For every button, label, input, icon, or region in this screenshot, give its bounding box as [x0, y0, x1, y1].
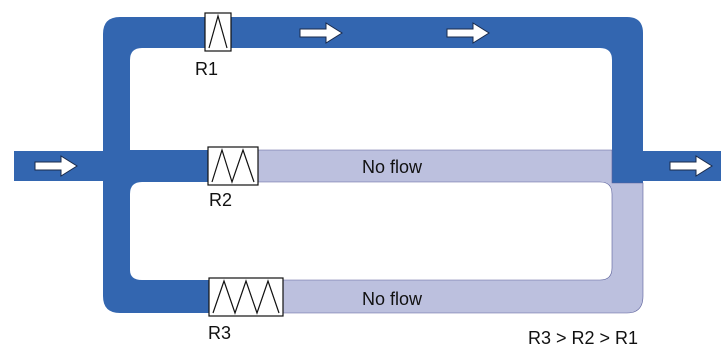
flow-loop	[103, 17, 643, 313]
resistor-r2	[207, 146, 259, 186]
zigzag	[208, 13, 228, 49]
arrow-right-icon	[299, 22, 343, 44]
no-flow-label-bottom: No flow	[362, 289, 423, 309]
zigzag	[212, 279, 280, 315]
arrow-right-icon	[34, 155, 78, 177]
zigzag	[211, 147, 255, 184]
resistor-label-r2: R2	[209, 190, 232, 210]
resistor-zigzag-icon	[204, 12, 232, 52]
resistor-zigzag-icon	[208, 277, 284, 317]
arrows	[34, 22, 713, 177]
resistor-label-r3: R3	[208, 323, 231, 343]
resistor-r3	[208, 277, 284, 317]
no-flow-label-middle: No flow	[362, 157, 423, 177]
no-flow-channel	[256, 149, 644, 314]
resistance-relation-label: R3 > R2 > R1	[528, 328, 638, 348]
no-flow-loop	[256, 149, 644, 314]
arrow-right-icon	[669, 155, 713, 177]
resistor-label-r1: R1	[195, 59, 218, 79]
arrow-right-icon	[446, 22, 490, 44]
resistor-r1	[204, 12, 232, 52]
